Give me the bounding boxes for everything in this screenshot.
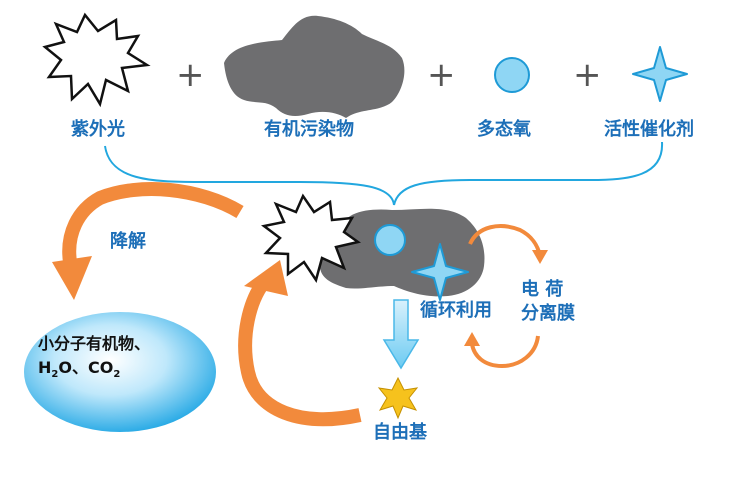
products-text: 小分子有机物、 H2O、CO2 (38, 332, 150, 382)
degrade-arrowhead-icon (52, 256, 92, 300)
uv-label: 紫外光 (71, 119, 125, 140)
catalyst-star-icon (632, 46, 688, 102)
recycle-arrow-upper (468, 224, 542, 257)
products-line2: H2O、CO2 (38, 358, 121, 381)
plus-sign-1: + (176, 55, 205, 95)
degrade-label: 降解 (110, 231, 146, 252)
reaction-oxygen-icon (374, 224, 406, 256)
catalyst-label: 活性催化剂 (604, 119, 694, 140)
return-arrow (238, 277, 362, 427)
connector-uv-line (104, 145, 395, 206)
radical-label: 自由基 (373, 422, 427, 443)
radical-down-arrow (382, 299, 420, 370)
oxygen-label: 多态氧 (477, 119, 531, 140)
recycle-arrowhead-upper-icon (532, 250, 548, 264)
membrane-label-line2: 分离膜 (521, 303, 575, 324)
product-blob (24, 312, 216, 432)
membrane-label-line1: 电 荷 (521, 279, 564, 300)
radical-star-icon (377, 376, 419, 420)
uv-starburst-icon (42, 12, 151, 108)
pollutant-blob-icon (224, 15, 405, 119)
recycle-arrowhead-lower-icon (464, 332, 480, 346)
plus-sign-2: + (427, 55, 456, 95)
products-line1: 小分子有机物、 (38, 334, 151, 353)
return-arrowhead-icon (244, 260, 288, 296)
pollutant-label: 有机污染物 (264, 119, 354, 140)
recycle-arrow-lower (470, 335, 540, 369)
recycle-label: 循环利用 (420, 300, 492, 321)
reaction-uv-starburst-icon (261, 193, 361, 283)
degrade-arrow (62, 182, 244, 263)
reaction-catalyst-icon (411, 243, 469, 301)
oxygen-circle-icon (494, 57, 530, 93)
connector-catalyst-line (393, 141, 664, 206)
plus-sign-3: + (573, 55, 602, 95)
